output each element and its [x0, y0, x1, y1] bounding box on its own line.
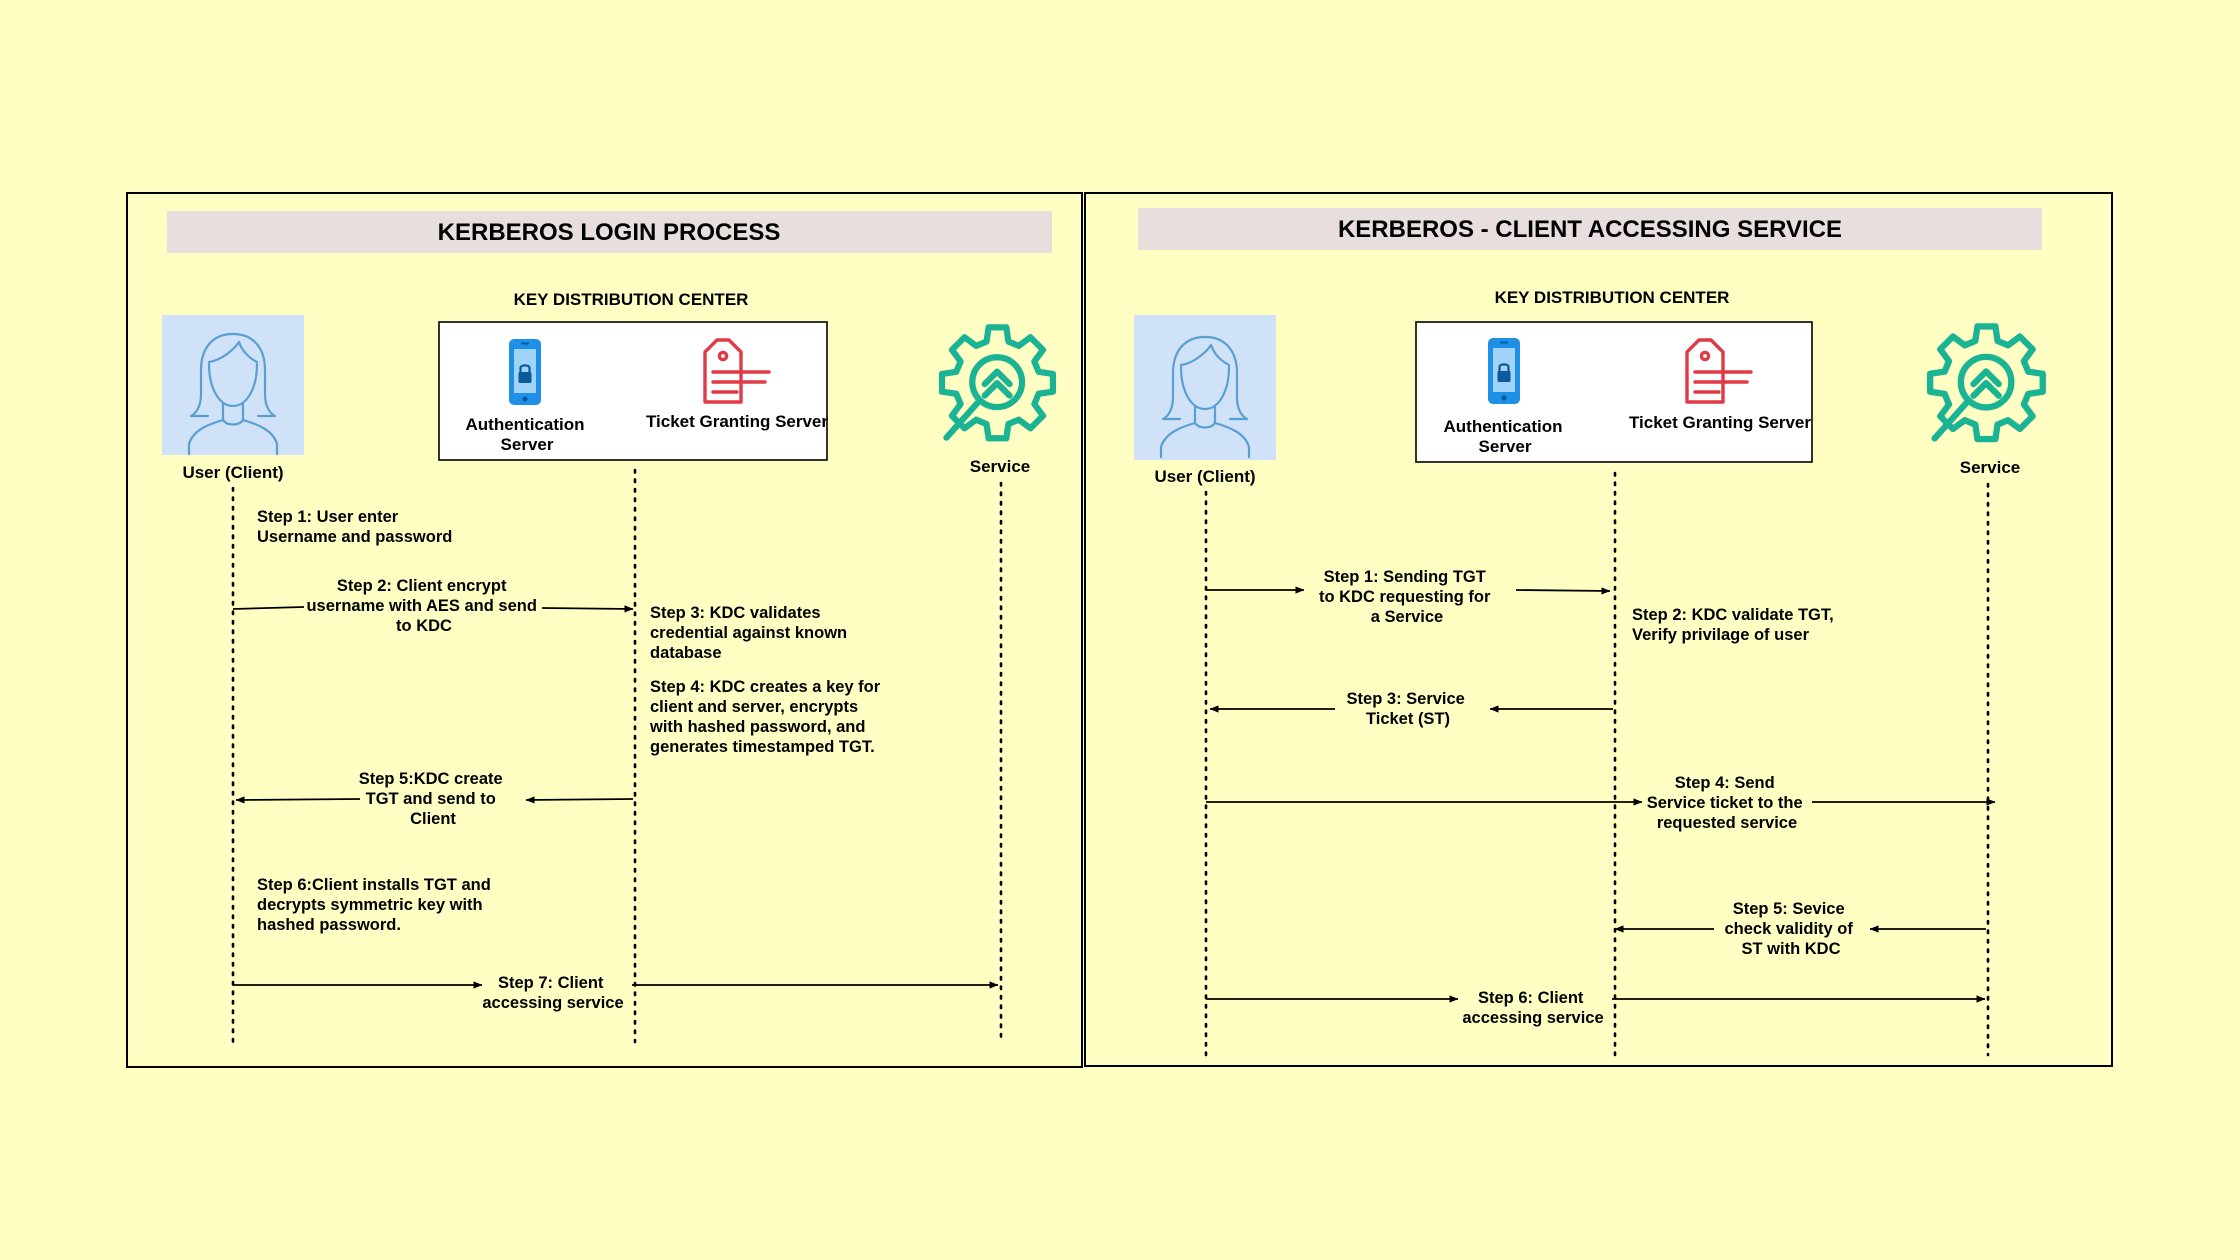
authentication-server-icon	[507, 337, 543, 407]
kdc-box	[1415, 321, 1813, 463]
user-client-label: User (Client)	[182, 463, 283, 482]
user-client-tile	[162, 315, 304, 455]
panel-frame	[1084, 192, 2113, 1067]
title-bar	[1138, 208, 2042, 250]
user-client-label: User (Client)	[1154, 467, 1255, 486]
step-7-text: Step 7: Client accessing service	[482, 974, 623, 1012]
step-1-text: Step 1: User enter Username and password	[257, 508, 452, 546]
panel-title: KERBEROS - CLIENT ACCESSING SERVICE	[1338, 216, 1842, 243]
title-bar	[167, 211, 1052, 253]
kdc-label: KEY DISTRIBUTION CENTER	[1495, 288, 1730, 307]
step-2-arrow-tail	[232, 606, 305, 610]
authentication-server-label-line2: Server	[1479, 437, 1532, 456]
panel-client-accessing-service: KERBEROS - CLIENT ACCESSING SERVICE KEY …	[1084, 192, 2113, 1067]
authentication-server-icon	[1486, 336, 1522, 406]
step-4-text: Step 4: Send Service ticket to the reque…	[1647, 774, 1808, 832]
step-2-text: Step 2: Client encrypt username with AES…	[306, 577, 541, 635]
kdc-label: KEY DISTRIBUTION CENTER	[514, 290, 749, 309]
service-gear-icon	[1930, 326, 2043, 439]
step-5-text: Step 5:KDC create TGT and send to Client	[359, 770, 508, 828]
user-client-tile	[1134, 315, 1276, 460]
panel-frame	[126, 192, 1083, 1068]
kdc-box	[438, 321, 828, 461]
step-3-text: Step 3: Service Ticket (ST)	[1347, 690, 1470, 728]
authentication-server-label-line2: Server	[501, 435, 554, 454]
ticket-granting-server-label: Ticket Granting Server	[646, 412, 828, 431]
service-label: Service	[1960, 458, 2021, 477]
step-4-text: Step 4: KDC creates a key for client and…	[649, 678, 885, 756]
ticket-granting-server-label: Ticket Granting Server	[1629, 413, 1811, 432]
step-1-text: Step 1: Sending TGT to KDC requesting fo…	[1319, 568, 1495, 626]
service-gear-icon	[942, 327, 1053, 438]
authentication-server-label-line1: Authentication	[1444, 417, 1563, 436]
step-3-text: Step 3: KDC validates credential against…	[650, 604, 852, 662]
step-6-text: Step 6: Client accessing service	[1462, 989, 1603, 1027]
step-5-text: Step 5: Sevice check validity of ST with…	[1725, 900, 1858, 958]
service-label: Service	[970, 457, 1031, 476]
step-5-arrow-tail	[525, 796, 634, 804]
step-6-text: Step 6:Client installs TGT and decrypts …	[257, 876, 495, 934]
step-2-text: Step 2: KDC validate TGT, Verify privila…	[1632, 606, 1838, 644]
step-2-arrow-head	[541, 605, 634, 613]
panel-login-process: KERBEROS LOGIN PROCESS KEY DISTRIBUTION …	[126, 192, 1083, 1068]
step-1-arrow-head	[1515, 587, 1611, 595]
step-5-arrow-head	[235, 796, 361, 804]
authentication-server-label-line1: Authentication	[466, 415, 585, 434]
panel-title: KERBEROS LOGIN PROCESS	[438, 219, 781, 246]
